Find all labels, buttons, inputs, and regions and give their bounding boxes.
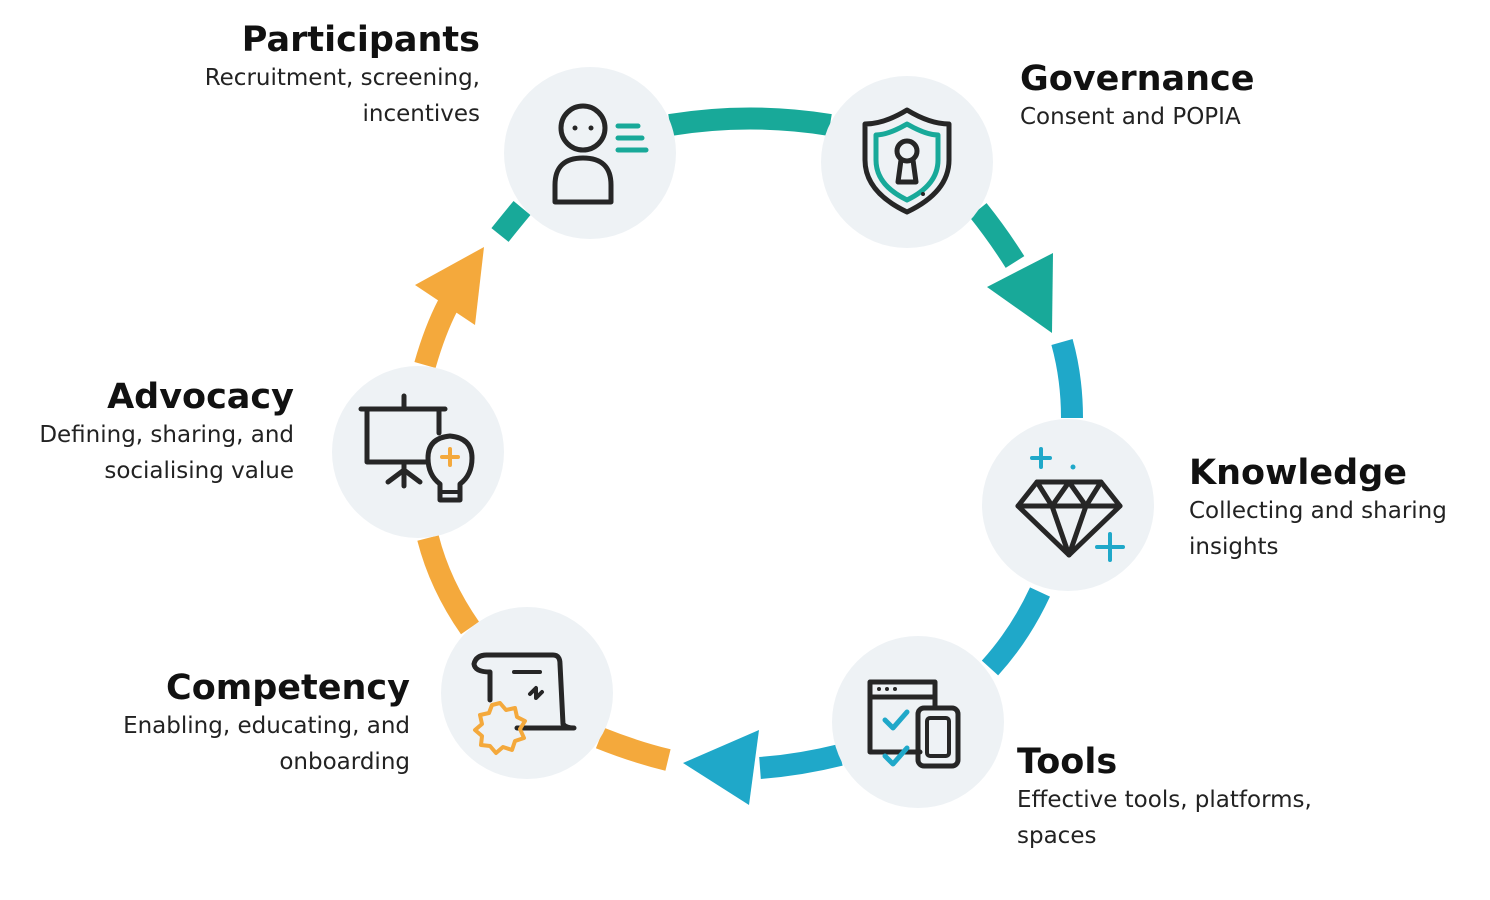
arc-participants-tail — [491, 200, 531, 242]
browser-devices-icon — [867, 679, 961, 769]
node-advocacy — [332, 366, 504, 538]
tools-desc-line-2: spaces — [1017, 823, 1097, 849]
label-participants: Participants Recruitment, screening, inc… — [205, 20, 480, 132]
competency-desc-line-1: Enabling, educating, and — [123, 713, 410, 739]
knowledge-desc-line-2: insights — [1189, 534, 1279, 560]
shield-keyhole-icon — [862, 107, 952, 215]
participants-desc-line-2: incentives — [362, 101, 481, 127]
node-competency — [441, 607, 613, 779]
arc-competency-left — [595, 727, 671, 771]
label-advocacy: Advocacy Defining, sharing, and socialis… — [39, 377, 294, 489]
arc-knowledge-tools — [981, 587, 1050, 676]
diamond-icon — [1015, 447, 1125, 562]
governance-desc-line-1: Consent and POPIA — [1020, 104, 1241, 130]
node-participants — [504, 67, 676, 239]
arc-competency-advocacy — [417, 535, 480, 635]
arc-participants-governance — [668, 107, 832, 136]
tools-title: Tools — [1017, 742, 1118, 782]
arrowhead-governance — [987, 253, 1053, 333]
arc-governance-knowledge — [969, 203, 1025, 268]
certificate-icon — [471, 652, 577, 755]
knowledge-title: Knowledge — [1189, 453, 1407, 493]
advocacy-desc-line-1: Defining, sharing, and — [39, 422, 294, 448]
arrowhead-tools — [683, 730, 759, 805]
presentation-idea-icon — [358, 393, 475, 503]
governance-title: Governance — [1020, 59, 1255, 99]
competency-title: Competency — [166, 668, 410, 708]
label-governance: Governance Consent and POPIA — [1020, 59, 1255, 135]
arrowhead-advocacy — [415, 247, 484, 325]
arc-knowledge-top — [1051, 339, 1083, 419]
participants-desc-line-1: Recruitment, screening, — [204, 65, 480, 91]
tools-desc-line-1: Effective tools, platforms, — [1017, 787, 1312, 813]
label-tools: Tools Effective tools, platforms, spaces — [1017, 742, 1312, 854]
arc-tools-competency — [759, 744, 843, 779]
knowledge-desc-line-1: Collecting and sharing — [1189, 498, 1447, 524]
label-knowledge: Knowledge Collecting and sharing insight… — [1189, 453, 1447, 565]
label-competency: Competency Enabling, educating, and onbo… — [123, 668, 410, 780]
advocacy-desc-line-2: socialising value — [104, 458, 294, 484]
person-list-icon — [552, 103, 649, 205]
participants-title: Participants — [241, 20, 480, 60]
advocacy-title: Advocacy — [107, 377, 294, 417]
competency-desc-line-2: onboarding — [279, 749, 410, 775]
arc-advocacy-participants — [414, 299, 458, 369]
